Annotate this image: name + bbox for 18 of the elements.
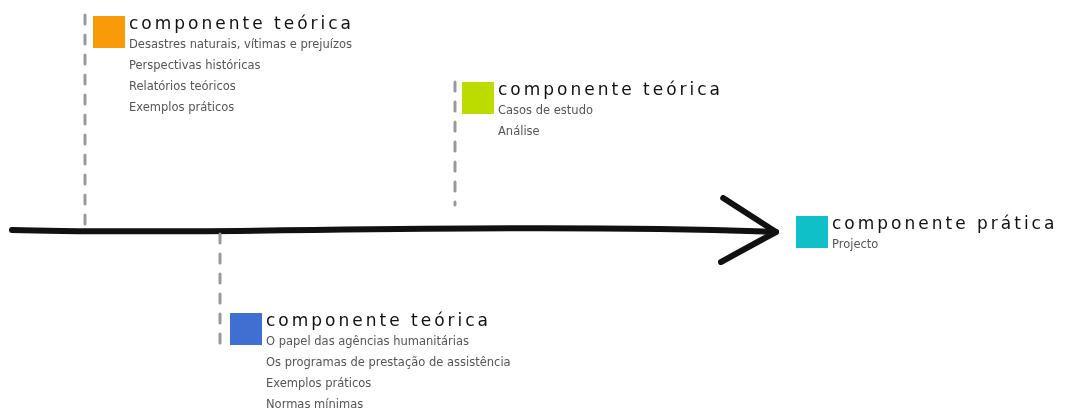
list-item: Projecto bbox=[832, 236, 879, 253]
list-item: Casos de estudo bbox=[498, 102, 593, 119]
list-item: Exemplos práticos bbox=[129, 99, 235, 116]
list-item: Desastres naturais, vítimas e prejuízos bbox=[129, 36, 352, 53]
heading: componente prática bbox=[832, 212, 1058, 234]
list-item: Análise bbox=[498, 123, 540, 140]
heading: componente teórica bbox=[498, 78, 724, 100]
timeline-arrow bbox=[9, 195, 779, 266]
list-item: Exemplos práticos bbox=[266, 375, 372, 392]
list-item: O papel das agências humanitárias bbox=[266, 333, 470, 350]
list-item: Normas mínimas bbox=[266, 396, 364, 410]
leader-line bbox=[218, 232, 222, 347]
list-item: Relatórios teóricos bbox=[129, 78, 236, 95]
heading: componente teórica bbox=[266, 309, 492, 331]
list-item: Perspectivas históricas bbox=[129, 57, 261, 74]
list-item: Os programas de prestação de assistência bbox=[266, 354, 511, 371]
heading: componente teórica bbox=[129, 12, 355, 34]
leader-line bbox=[453, 80, 457, 207]
